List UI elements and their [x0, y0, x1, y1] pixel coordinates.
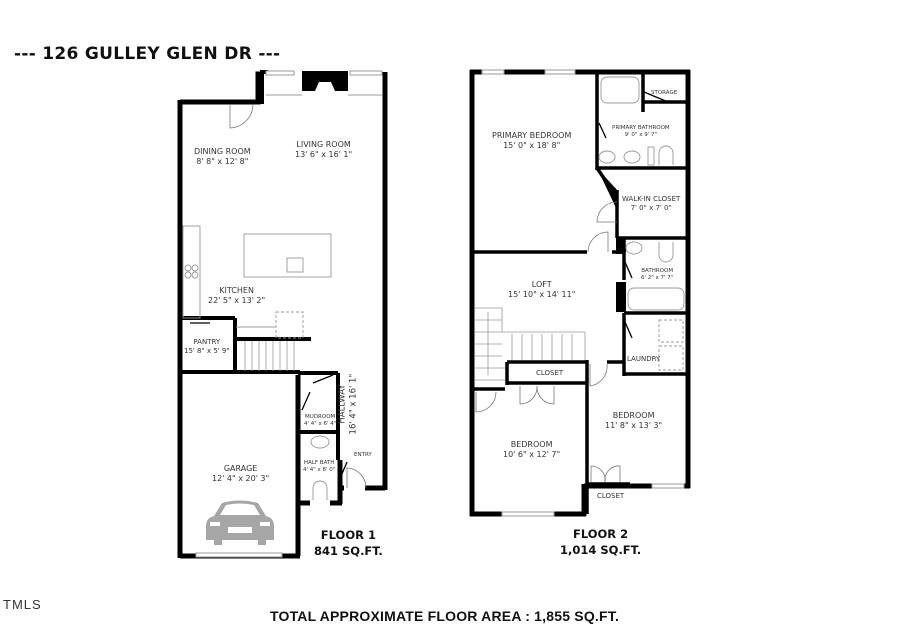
- room-dimensions: 15' 0" x 18' 8": [503, 141, 561, 150]
- room-name: PRIMARY BATHROOM: [612, 125, 670, 131]
- room-living-room: LIVING ROOM 13' 6" x 16' 1": [295, 140, 352, 160]
- room-name: BATHROOM: [641, 268, 674, 274]
- room-mudroom: MUDROOM 4' 4" x 6' 4": [304, 414, 336, 428]
- room-dimensions: 15' 10" x 14' 11": [508, 290, 576, 299]
- room-name: GARAGE: [223, 464, 258, 473]
- room-kitchen: KITCHEN 22' 5" x 13' 2": [208, 286, 265, 306]
- room-name: HALLWAY: [337, 384, 348, 424]
- mls-watermark: TMLS: [3, 597, 42, 612]
- room-dimensions: 4' 4" x 6' 4": [304, 420, 337, 427]
- room-name: WALK-IN CLOSET: [622, 195, 681, 203]
- car-icon: [206, 500, 274, 545]
- room-name: PRIMARY BEDROOM: [492, 131, 572, 140]
- floor-2-plan: [469, 69, 691, 517]
- room-name: LIVING ROOM: [296, 140, 351, 149]
- room-name: BEDROOM: [510, 440, 553, 449]
- room-garage: GARAGE 12' 4" x 20' 3": [212, 464, 269, 484]
- floor-name: FLOOR 2: [572, 527, 629, 541]
- room-name: HALF BATH: [303, 460, 335, 466]
- floor-1-plan: [177, 70, 388, 559]
- room-closet-loft: CLOSET: [536, 369, 563, 378]
- floor-area: 841 SQ.FT.: [314, 544, 383, 559]
- room-walk-in-closet: WALK-IN CLOSET 7' 0" x 7' 0": [622, 195, 680, 213]
- floor-2-summary: FLOOR 2 1,014 SQ.FT.: [560, 526, 641, 558]
- room-bedroom-left: BEDROOM 10' 6" x 12' 7": [503, 440, 560, 460]
- room-dimensions: 16' 4" x 16' 1": [348, 373, 359, 435]
- room-dimensions: 13' 6" x 16' 1": [295, 150, 353, 159]
- room-name: PANTRY: [193, 338, 221, 346]
- room-dimensions: 9' 0" x 9' 7": [624, 131, 658, 138]
- room-dimensions: 4' 4" x 8' 0": [303, 466, 336, 473]
- room-dimensions: 7' 0" x 7' 0": [630, 203, 672, 212]
- room-name: DINING ROOM: [194, 147, 251, 156]
- room-dimensions: 10' 6" x 12' 7": [503, 450, 561, 459]
- property-address-title: --- 126 GULLEY GLEN DR ---: [14, 44, 281, 64]
- room-storage: STORAGE: [651, 90, 677, 97]
- room-name: ENTRY: [354, 452, 372, 458]
- room-name: LOFT: [531, 280, 552, 289]
- room-dining-room: DINING ROOM 8' 8" x 12' 8": [194, 147, 251, 167]
- room-dimensions: 22' 5" x 13' 2": [208, 296, 266, 305]
- floor-name: FLOOR 1: [320, 528, 376, 542]
- room-laundry: LAUNDRY: [627, 355, 660, 364]
- total-floor-area: TOTAL APPROXIMATE FLOOR AREA : 1,855 SQ.…: [270, 608, 620, 624]
- room-dimensions: 11' 8" x 13' 3": [605, 421, 663, 430]
- room-dimensions: 6' 2" x 7' 7": [641, 274, 674, 281]
- room-name: CLOSET: [536, 369, 564, 377]
- room-primary-bedroom: PRIMARY BEDROOM 15' 0" x 18' 8": [492, 131, 571, 151]
- floor-area: 1,014 SQ.FT.: [560, 543, 642, 558]
- room-half-bath: HALF BATH 4' 4" x 8' 0": [303, 460, 335, 474]
- room-name: KITCHEN: [219, 286, 254, 295]
- room-bedroom-right: BEDROOM 11' 8" x 13' 3": [605, 411, 662, 431]
- room-dimensions: 15' 8" x 5' 9": [184, 346, 230, 355]
- room-dimensions: 8' 8" x 12' 8": [196, 157, 249, 166]
- room-primary-bathroom: PRIMARY BATHROOM 9' 0" x 9' 7": [612, 125, 670, 139]
- room-name: MUDROOM: [305, 414, 336, 420]
- room-name: BEDROOM: [612, 411, 655, 420]
- room-closet-bedroom: CLOSET: [597, 492, 624, 501]
- room-entry: ENTRY: [354, 452, 372, 459]
- room-name: LAUNDRY: [627, 355, 661, 363]
- room-dimensions: 12' 4" x 20' 3": [212, 474, 270, 483]
- room-name: CLOSET: [597, 492, 625, 500]
- room-loft: LOFT 15' 10" x 14' 11": [508, 280, 575, 300]
- floor-1-summary: FLOOR 1 841 SQ.FT.: [314, 527, 383, 559]
- room-hallway: HALLWAY 16' 4" x 16' 1": [337, 374, 359, 435]
- room-pantry: PANTRY 15' 8" x 5' 9": [184, 338, 230, 356]
- room-bathroom: BATHROOM 6' 2" x 7' 7": [641, 268, 673, 282]
- room-name: STORAGE: [651, 90, 678, 96]
